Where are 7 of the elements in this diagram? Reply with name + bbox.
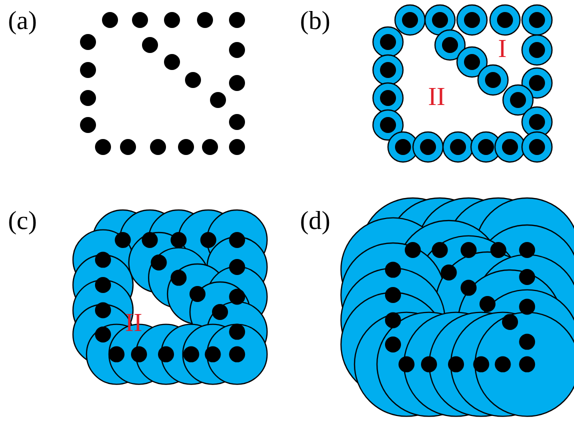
panel-label: (c) (8, 208, 37, 234)
panel-label: (b) (300, 8, 330, 34)
region-label: II (428, 84, 446, 110)
region-label: I (498, 36, 507, 62)
panel-label: (d) (300, 208, 330, 234)
panel-label: (a) (8, 8, 37, 34)
region-label: II (125, 310, 142, 336)
